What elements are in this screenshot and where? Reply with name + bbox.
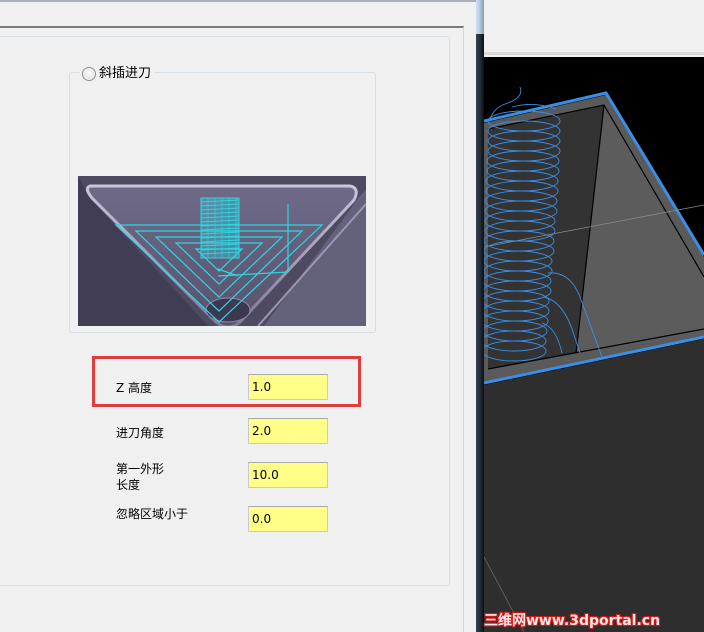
watermark-text: 三维网www.3dportal.cn: [484, 613, 661, 629]
ramp-entry-label: 斜插进刀: [99, 66, 152, 81]
dialog-top-border: [0, 0, 476, 2]
z-height-label: Z 高度: [116, 381, 153, 395]
ramp-entry-option[interactable]: 斜插进刀: [80, 64, 156, 84]
ramp-angle-label: 进刀角度: [116, 426, 165, 440]
ramp-entry-dialog: 斜插进刀: [0, 0, 476, 632]
z-height-highlight: [92, 356, 361, 407]
first-profile-length-label-line2: 长度: [116, 478, 141, 492]
ignore-area-smaller-than-input[interactable]: [248, 506, 328, 532]
ramp-entry-group: [69, 72, 376, 333]
viewport-toolbar-area: [484, 0, 704, 55]
pocket-toolpath-3d-icon: [484, 86, 704, 632]
ramp-toolpath-illustration-icon: [78, 176, 366, 326]
tab-page: [0, 26, 464, 632]
ramp-entry-radio[interactable]: [82, 67, 96, 81]
toolpath-preview-image: [78, 176, 366, 326]
pane-splitter-handle[interactable]: [476, 34, 484, 632]
3d-viewport[interactable]: [484, 57, 704, 632]
first-profile-length-label-line1: 第一外形: [116, 462, 165, 476]
ignore-area-smaller-than-label: 忽略区域小于: [116, 507, 189, 521]
ramp-angle-input[interactable]: [248, 418, 328, 444]
first-profile-length-input[interactable]: [248, 462, 328, 488]
z-height-input[interactable]: [248, 374, 328, 400]
